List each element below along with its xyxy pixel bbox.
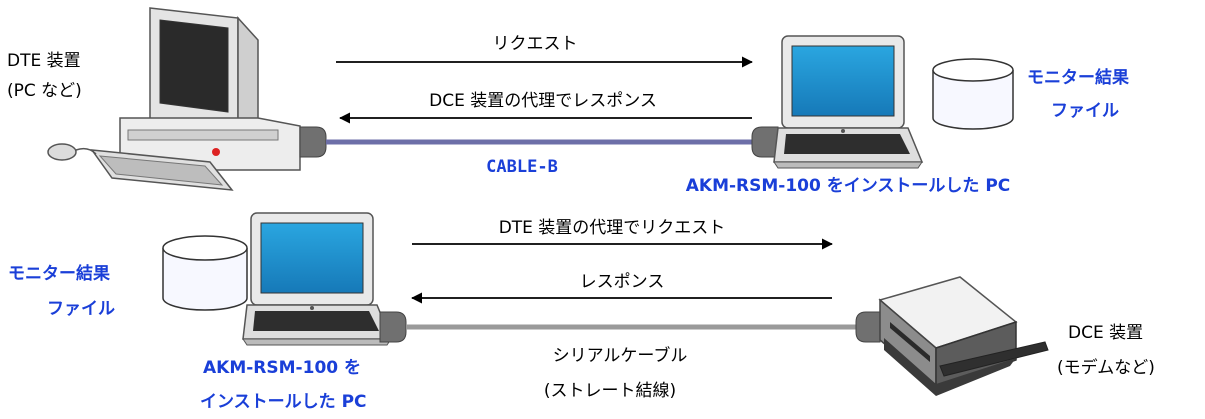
bottom-request-label: DTE 装置の代理でリクエスト <box>498 218 726 238</box>
cable-b-label: CABLE-B <box>486 157 558 177</box>
bottom-laptop-caption-line1: AKM-RSM-100 を <box>203 358 362 378</box>
laptop-icon <box>773 35 924 169</box>
bottom-laptop-caption-line2: インストールした PC <box>200 392 367 412</box>
dte-device-label: DTE 装置 <box>7 51 81 71</box>
top-request-label: リクエスト <box>492 34 578 54</box>
dce-device-note: (モデムなど) <box>1057 358 1155 378</box>
connector-icon <box>299 126 327 158</box>
serial-cable-label: シリアルケーブル <box>552 346 688 366</box>
laptop-icon <box>242 212 393 346</box>
connector-icon <box>751 126 779 158</box>
straight-wiring-label: (ストレート結線) <box>543 381 677 401</box>
bottom-monitor-file-label-line2: ファイル <box>47 299 115 319</box>
database-icon <box>932 58 1014 130</box>
top-monitor-file-label-line2: ファイル <box>1051 101 1119 121</box>
desktop-pc-icon <box>47 7 301 191</box>
bottom-response-label: レスポンス <box>579 272 665 292</box>
dte-device-note: (PC など) <box>7 81 82 101</box>
dce-device-label: DCE 装置 <box>1068 323 1144 343</box>
top-laptop-caption: AKM-RSM-100 をインストールした PC <box>685 176 1011 196</box>
bottom-monitor-file-label-line1: モニター結果 <box>8 264 110 284</box>
connector-icon <box>379 311 407 343</box>
top-response-label: DCE 装置の代理でレスポンス <box>429 91 657 111</box>
modem-icon <box>878 276 1049 396</box>
connector-icon <box>855 311 881 343</box>
top-monitor-file-label-line1: モニター結果 <box>1027 68 1129 88</box>
database-icon <box>162 235 248 311</box>
